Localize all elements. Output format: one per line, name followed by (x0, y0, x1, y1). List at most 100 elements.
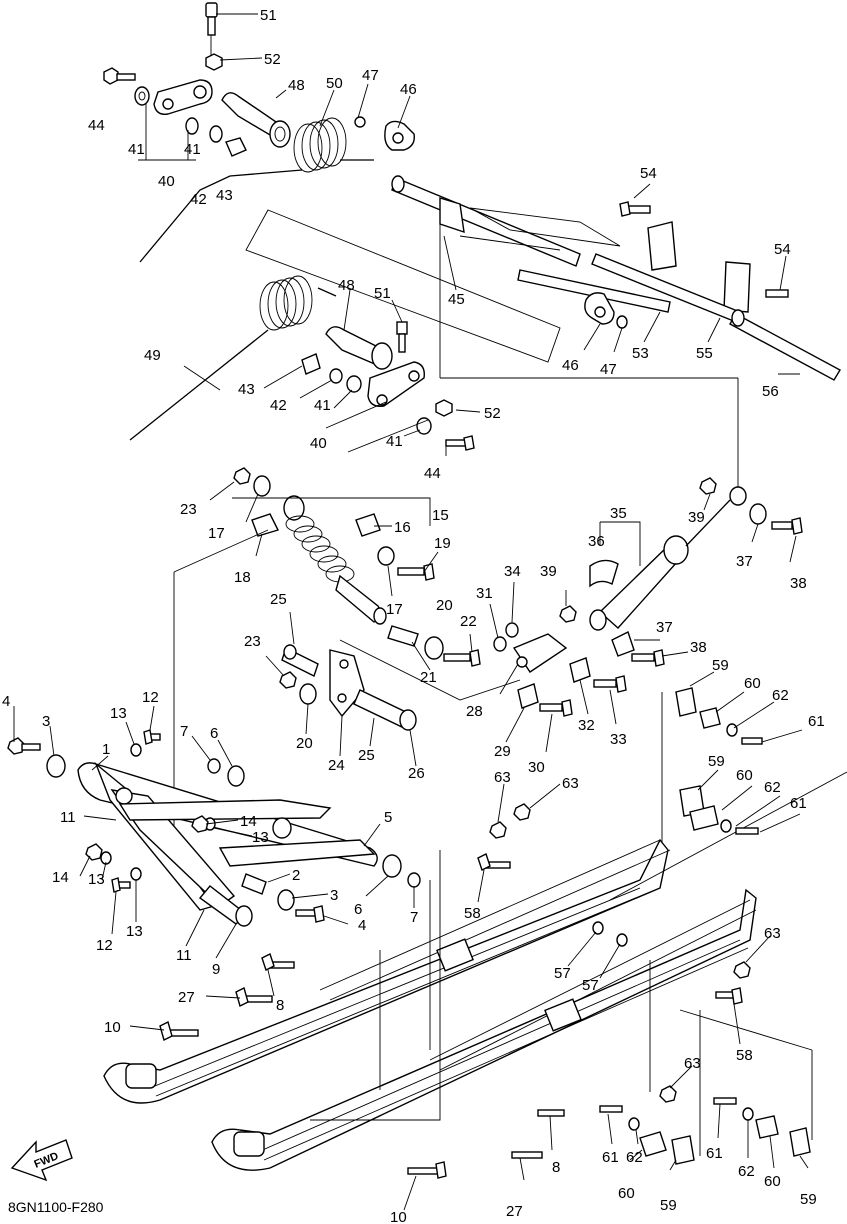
callout-27: 27 (506, 1203, 523, 1220)
callout-14: 14 (240, 813, 257, 830)
callout-37: 37 (656, 619, 673, 636)
callout-10: 10 (104, 1019, 121, 1036)
callout-61: 61 (602, 1149, 619, 1166)
callout-59: 59 (708, 753, 725, 770)
upper-shaft-assembly (103, 2, 841, 490)
callout-60: 60 (736, 767, 753, 784)
callout-62: 62 (764, 779, 781, 796)
callout-12: 12 (96, 937, 113, 954)
callout-4: 4 (358, 917, 366, 934)
callout-62: 62 (772, 687, 789, 704)
callout-23: 23 (180, 501, 197, 518)
callout-41: 41 (128, 141, 145, 158)
callout-11: 11 (176, 947, 192, 964)
callout-13: 13 (126, 923, 143, 940)
callout-leaders (13, 13, 809, 1211)
callout-43: 43 (238, 381, 255, 398)
front-arm-assembly (7, 729, 421, 927)
callout-5: 5 (384, 809, 392, 826)
callout-63: 63 (494, 769, 511, 786)
callout-61: 61 (790, 795, 807, 812)
callout-33: 33 (610, 731, 627, 748)
callout-6: 6 (210, 725, 218, 742)
callout-51: 51 (260, 7, 277, 24)
callout-62: 62 (738, 1163, 755, 1180)
callout-3: 3 (42, 713, 50, 730)
callout-14: 14 (52, 869, 69, 886)
callout-17: 17 (208, 525, 225, 542)
callout-25: 25 (270, 591, 287, 608)
callout-35: 35 (610, 505, 627, 522)
callout-59: 59 (712, 657, 729, 674)
callout-59: 59 (800, 1191, 817, 1208)
callout-11: 11 (60, 809, 76, 826)
callout-1: 1 (102, 741, 110, 758)
callout-27: 27 (178, 989, 195, 1006)
callout-22: 22 (460, 613, 477, 630)
diagram-code: 8GN1100-F280 (8, 1199, 104, 1215)
shock-absorber-assembly (173, 467, 803, 870)
callout-6: 6 (354, 901, 362, 918)
callout-25: 25 (358, 747, 375, 764)
callout-3: 3 (330, 887, 338, 904)
callout-32: 32 (578, 717, 595, 734)
callout-39: 39 (688, 509, 705, 526)
callout-9: 9 (212, 961, 220, 978)
callout-37: 37 (736, 553, 753, 570)
callout-40: 40 (158, 173, 175, 190)
callout-16: 16 (394, 519, 411, 536)
callout-45: 45 (448, 291, 465, 308)
callout-31: 31 (476, 585, 493, 602)
callout-49: 49 (144, 347, 161, 364)
callout-43: 43 (216, 187, 233, 204)
callout-36: 36 (588, 533, 605, 550)
callout-17: 17 (386, 601, 403, 618)
callout-24: 24 (328, 757, 345, 774)
callout-20: 20 (296, 735, 313, 752)
callout-13: 13 (252, 829, 269, 846)
callout-58: 58 (464, 905, 481, 922)
callout-38: 38 (690, 639, 707, 656)
callout-26: 26 (408, 765, 425, 782)
callout-57: 57 (582, 977, 599, 994)
callout-44: 44 (88, 117, 105, 134)
callout-46: 46 (400, 81, 417, 98)
callout-52: 52 (484, 405, 501, 422)
callout-23: 23 (244, 633, 261, 650)
callout-56: 56 (762, 383, 779, 400)
callout-63: 63 (684, 1055, 701, 1072)
callout-51: 51 (374, 285, 391, 302)
callout-46: 46 (562, 357, 579, 374)
callout-40: 40 (310, 435, 327, 452)
callout-20: 20 (436, 597, 453, 614)
callout-63: 63 (764, 925, 781, 942)
callout-4: 4 (2, 693, 10, 710)
callout-8: 8 (552, 1159, 560, 1176)
callout-61: 61 (808, 713, 825, 730)
callout-60: 60 (744, 675, 761, 692)
callout-61: 61 (706, 1145, 723, 1162)
callout-47: 47 (362, 67, 379, 84)
fwd-arrow-icon: FWD (10, 1139, 73, 1182)
callout-28: 28 (466, 703, 483, 720)
callout-62: 62 (626, 1149, 643, 1166)
callout-38: 38 (790, 575, 807, 592)
callout-60: 60 (618, 1185, 635, 1202)
callout-47: 47 (600, 361, 617, 378)
slide-rail-assembly (103, 687, 847, 1179)
callout-41: 41 (314, 397, 331, 414)
callout-57: 57 (554, 965, 571, 982)
callout-53: 53 (632, 345, 649, 362)
callout-19: 19 (434, 535, 451, 552)
callout-12: 12 (142, 689, 159, 706)
callout-44: 44 (424, 465, 441, 482)
callout-50: 50 (326, 75, 343, 92)
callout-15: 15 (432, 507, 449, 524)
callout-labels: 51 52 44 48 50 47 46 41 41 40 42 43 54 5… (2, 7, 825, 1224)
callout-63: 63 (562, 775, 579, 792)
callout-10: 10 (390, 1209, 407, 1224)
callout-34: 34 (504, 563, 521, 580)
callout-52: 52 (264, 51, 281, 68)
callout-58: 58 (736, 1047, 753, 1064)
callout-8: 8 (276, 997, 284, 1014)
